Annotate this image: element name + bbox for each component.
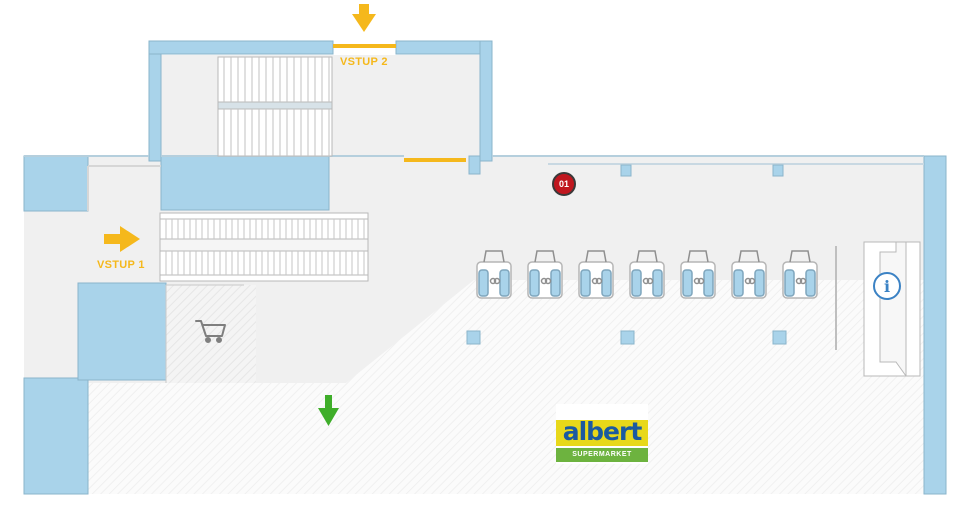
checkout-counter-icon[interactable] [476, 250, 512, 299]
entrance-2-label: VSTUP 2 [340, 56, 388, 68]
info-icon[interactable]: i [873, 272, 901, 300]
brand-subtitle: SUPERMARKET [556, 448, 648, 462]
exit-arrow-down-icon [318, 395, 339, 426]
checkout-counter-icon[interactable] [782, 250, 818, 299]
entrance-2-door[interactable] [333, 44, 396, 48]
arrow-right-icon [104, 226, 140, 252]
checkout-counter-icon[interactable] [527, 250, 563, 299]
albert-supermarket-logo[interactable]: albert SUPERMARKET [556, 404, 648, 464]
checkout-counter-icon[interactable] [680, 250, 716, 299]
columns [466, 164, 787, 345]
stair-steps [223, 57, 330, 156]
trolley-bay [166, 285, 256, 383]
escalators [159, 212, 369, 282]
entrance-1-label: VSTUP 1 [97, 259, 145, 271]
checkout-counters[interactable] [476, 250, 818, 299]
arrow-down-icon [352, 4, 376, 32]
checkout-counter-icon[interactable] [731, 250, 767, 299]
staircase [217, 56, 333, 157]
shopping-cart-icon [195, 320, 226, 343]
information-desk [863, 241, 921, 377]
entrance-2-inner-door[interactable] [404, 158, 466, 162]
shop-marker-01[interactable]: 01 [552, 172, 576, 196]
escalator-steps [165, 219, 365, 275]
albert-wordmark: albert [556, 417, 648, 446]
checkout-counter-icon[interactable] [629, 250, 665, 299]
brand-name: albert [562, 417, 643, 446]
checkout-counter-icon[interactable] [578, 250, 614, 299]
supermarket-floor [88, 280, 924, 494]
